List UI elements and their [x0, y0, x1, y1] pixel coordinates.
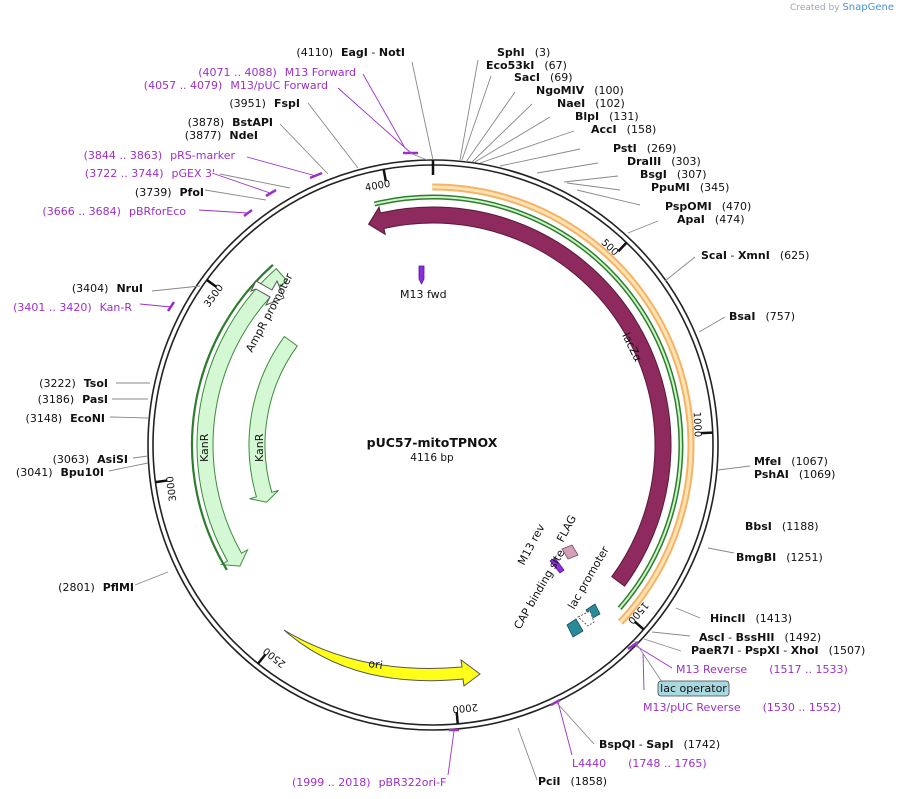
scale-tick-mark [455, 711, 460, 725]
lac-operator-label: lac operator [660, 682, 727, 695]
site-label[interactable]: BsgI(307) [640, 168, 707, 181]
primer-labels: (4071 .. 4088)M13 Forward (4057 .. 4079)… [13, 66, 848, 789]
site-label[interactable]: PshAI(1069) [754, 468, 835, 481]
site-label[interactable]: (3186)PasI [38, 393, 108, 406]
site-label[interactable]: BmgBI(1251) [736, 551, 823, 564]
scale-tick-mark [155, 479, 168, 484]
primer-label[interactable]: (4057 .. 4079)M13/pUC Forward [144, 79, 328, 92]
scale-tick-label: 3000 [165, 475, 179, 502]
scale-tick-mark [206, 278, 218, 289]
flag-feature[interactable] [561, 544, 579, 560]
scale-tick-label: 3500 [202, 283, 226, 310]
kanr-label-outer: KanR [198, 433, 211, 462]
leader-lines [108, 59, 751, 781]
ori-feature[interactable] [283, 629, 481, 687]
scale-tick-mark [633, 620, 645, 631]
site-label[interactable]: PspOMI(470) [665, 200, 751, 213]
scale-tick-label: 4000 [364, 179, 391, 194]
primer-label[interactable]: (3844 .. 3863)pRS-marker [84, 149, 236, 162]
plasmid-length: 4116 bp [410, 452, 454, 464]
primer-leaders [139, 73, 673, 776]
primer-label[interactable]: (3401 .. 3420)Kan-R [13, 301, 132, 314]
site-label[interactable]: AccI(158) [591, 123, 656, 136]
site-label[interactable]: (3148)EcoNI [26, 412, 105, 425]
primer-label[interactable]: (4071 .. 4088)M13 Forward [198, 66, 356, 79]
site-label[interactable]: (3041)Bpu10I [16, 466, 104, 479]
site-label[interactable]: ApaI(474) [677, 213, 745, 226]
site-label[interactable]: MfeI(1067) [754, 455, 828, 468]
kanr-feature-inner[interactable] [248, 335, 298, 503]
flag-label: FLAG [554, 513, 579, 544]
site-label[interactable]: SacI(69) [514, 71, 573, 84]
lac-operator-feature[interactable]: lac operator [657, 680, 730, 697]
site-label[interactable]: Eco53kI(67) [486, 59, 567, 72]
scale-tick-mark [617, 241, 628, 253]
site-label[interactable]: PstI(269) [613, 142, 676, 155]
primer-label[interactable]: M13 Reverse(1517 .. 1533) [676, 663, 848, 676]
site-label[interactable]: BbsI(1188) [745, 520, 818, 533]
credit-prefix: Created by [790, 3, 840, 13]
lacza-highlight [373, 183, 695, 625]
m13-rev-feature[interactable] [549, 557, 565, 574]
scale-tick-mark [382, 169, 388, 182]
site-label[interactable]: DraIII(303) [627, 155, 701, 168]
site-label[interactable]: (3222)TsoI [39, 377, 108, 390]
primer-label[interactable]: L4440(1748 .. 1765) [572, 757, 707, 770]
primer-label[interactable]: (1999 .. 2018)pBR322ori-F [292, 776, 446, 789]
kanr-outer-strand [190, 264, 274, 571]
site-label[interactable]: (3739)PfoI [135, 186, 204, 199]
site-label[interactable]: (4110)EagI - NotI [296, 46, 405, 59]
site-label[interactable]: (3404)NruI [72, 282, 143, 295]
site-label[interactable]: AscI - BssHII(1492) [699, 631, 821, 644]
site-label[interactable]: PciI(1858) [538, 775, 607, 788]
site-label[interactable]: ScaI - XmnI(625) [701, 249, 809, 262]
enzyme-labels-left: (4110)EagI - NotI (3951)FspI (3878)BstAP… [16, 46, 405, 594]
scale-tick-label: 2000 [452, 701, 478, 714]
site-label[interactable]: SphI(3) [497, 46, 550, 59]
site-label[interactable]: HincII(1413) [710, 612, 792, 625]
enzyme-labels-right: SphI(3) Eco53kI(67) SacI(69) NgoMIV(100)… [486, 46, 865, 788]
site-label[interactable]: BsaI(757) [729, 310, 795, 323]
site-label[interactable]: (3063)AsiSI [53, 453, 128, 466]
kanr-feature-outer[interactable] [196, 267, 288, 567]
site-label[interactable]: (3877)NdeI [185, 129, 258, 142]
snapgene-logo-text: SnapGene [842, 2, 894, 13]
primer-label[interactable]: (3666 .. 3684)pBRforEco [42, 205, 186, 218]
site-label[interactable]: BlpI(131) [575, 110, 639, 123]
lacza-feature[interactable] [367, 205, 672, 587]
ampr-promoter-arrow[interactable] [249, 279, 285, 306]
primer-label[interactable]: (3722 .. 3744)pGEX 3' [85, 167, 215, 180]
m13-rev-label: M13 rev [515, 522, 548, 568]
site-label[interactable]: PaeR7I - PspXI - XhoI(1507) [691, 644, 865, 657]
site-label[interactable]: NaeI(102) [557, 97, 625, 110]
kanr-label-inner: KanR [253, 433, 266, 462]
lac-promoter-arrow[interactable] [577, 610, 595, 627]
site-label[interactable]: NgoMIV(100) [536, 84, 624, 97]
ori-label: ori [368, 657, 384, 672]
site-label[interactable]: BspQI - SapI(1742) [599, 738, 720, 751]
plasmid-name: pUC57-mitoTPNOX [367, 435, 498, 450]
scale-tick-label: 2500 [261, 645, 288, 669]
site-label[interactable]: (3951)FspI [229, 97, 300, 110]
primer-label[interactable]: M13/pUC Reverse(1530 .. 1552) [643, 701, 841, 714]
m13-fwd-label: M13 fwd [400, 288, 447, 301]
scale-tick-mark [257, 653, 267, 665]
site-label[interactable]: PpuMI(345) [651, 181, 729, 194]
m13-fwd-feature[interactable] [418, 265, 425, 285]
snapgene-credit: Created by SnapGene [790, 2, 894, 13]
lac-operator-leader [633, 639, 663, 683]
scale-tick-mark [700, 431, 713, 435]
site-label[interactable]: (2801)PflMI [58, 581, 134, 594]
site-label[interactable]: (3878)BstAPI [188, 116, 273, 129]
